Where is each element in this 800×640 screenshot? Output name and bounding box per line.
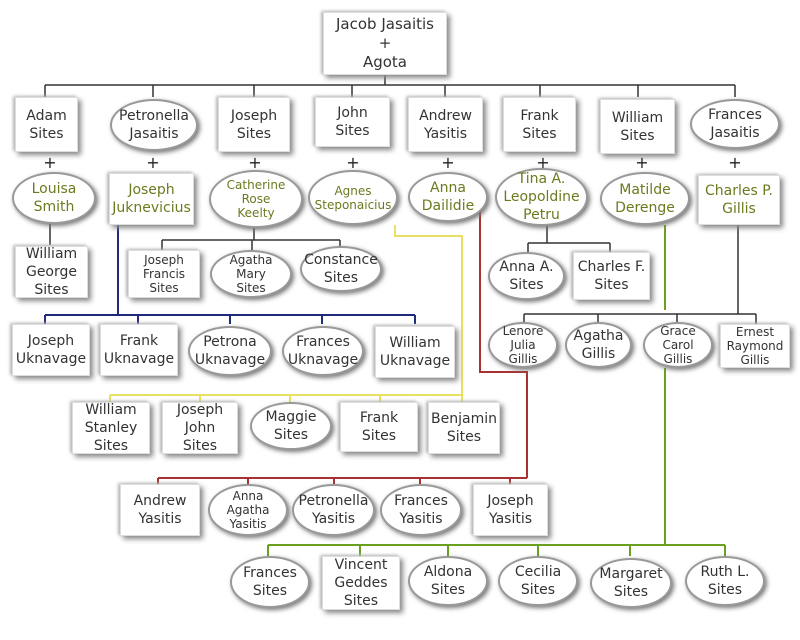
grandchild-frank-uknavage[interactable]: Frank Uknavage — [100, 324, 178, 376]
spouse-tina-leopoldine-petru[interactable]: Tina A. Leopoldine Petru — [495, 168, 588, 226]
child-frank-sites[interactable]: Frank Sites — [503, 97, 576, 152]
child-andrew-yasitis[interactable]: Andrew Yasitis — [408, 97, 483, 152]
root-plus: + — [378, 34, 392, 52]
plus-sign: + — [441, 153, 455, 172]
petronella-line — [44, 225, 416, 324]
john-line — [109, 225, 463, 402]
grandchild-agatha-mary-sites[interactable]: Agatha Mary Sites — [210, 250, 292, 298]
spouse-matilde-derenge[interactable]: Matilde Derenge — [600, 172, 690, 225]
william-line — [267, 225, 726, 556]
plus-sign: + — [536, 153, 550, 172]
joseph-line — [161, 228, 341, 250]
grandchild-lenore-julia-gillis[interactable]: Lenore Julia Gillis — [488, 322, 558, 368]
frank-line — [527, 225, 611, 252]
spouse-agnes-steponaicius[interactable]: Agnes Steponaicius — [308, 170, 398, 225]
child-petronella-jasaitis[interactable]: Petronella Jasaitis — [110, 99, 198, 151]
grandchild-ruth-l-sites[interactable]: Ruth L. Sites — [685, 556, 765, 606]
frances-line — [523, 225, 757, 324]
grandchild-joseph-john-sites[interactable]: Joseph John Sites — [162, 402, 238, 454]
grandchild-vincent-geddes-sites[interactable]: Vincent Geddes Sites — [322, 556, 400, 610]
grandchild-anna-agatha-yasitis[interactable]: Anna Agatha Yasitis — [208, 484, 288, 536]
spouse-joseph-juknevicius[interactable]: Joseph Juknevicius — [109, 173, 194, 225]
grandchild-andrew-yasitis[interactable]: Andrew Yasitis — [120, 484, 200, 536]
grandchild-joseph-yasitis[interactable]: Joseph Yasitis — [473, 484, 548, 536]
grandchild-william-uknavage[interactable]: William Uknavage — [375, 326, 455, 378]
plus-sign: + — [635, 153, 649, 172]
child-frances-jasaitis[interactable]: Frances Jasaitis — [690, 99, 780, 149]
grandchild-cecilia-sites[interactable]: Cecilia Sites — [498, 556, 578, 606]
grandchild-petronella-yasitis[interactable]: Petronella Yasitis — [292, 484, 375, 536]
grandchild-margaret-sites[interactable]: Margaret Sites — [590, 558, 672, 608]
grandchild-joseph-francis-sites[interactable]: Joseph Francis Sites — [128, 250, 200, 298]
grandchild-grace-carol-gillis[interactable]: Grace Carol Gillis — [643, 322, 713, 368]
grandchild-joseph-uknavage[interactable]: Joseph Uknavage — [12, 324, 90, 376]
plus-sign: + — [248, 153, 262, 172]
grandchild-maggie-sites[interactable]: Maggie Sites — [250, 402, 332, 450]
grandchild-agatha-gillis[interactable]: Agatha Gillis — [565, 322, 632, 368]
child-william-sites[interactable]: William Sites — [600, 99, 675, 154]
child-john-sites[interactable]: John Sites — [315, 97, 390, 147]
grandchild-aldona-sites[interactable]: Aldona Sites — [408, 556, 488, 606]
spouse-catherine-rose-keelty[interactable]: Catherine Rose Keelty — [209, 170, 303, 228]
root-couple[interactable]: Jacob Jasaitis + Agota — [323, 12, 447, 75]
plus-sign: + — [43, 153, 57, 172]
root-spouse: Agota — [362, 53, 408, 71]
root-line — [44, 75, 736, 97]
grandchild-frances-uknavage[interactable]: Frances Uknavage — [282, 326, 364, 376]
grandchild-benjamin-sites[interactable]: Benjamin Sites — [428, 402, 500, 454]
grandchild-frances-sites[interactable]: Frances Sites — [230, 556, 310, 608]
grandchild-petrona-uknavage[interactable]: Petrona Uknavage — [188, 326, 272, 376]
grandchild-charles-f-sites[interactable]: Charles F. Sites — [573, 252, 650, 300]
grandchild-ernest-raymond-gillis[interactable]: Ernest Raymond Gillis — [720, 324, 790, 368]
grandchild-william-george-sites[interactable]: William George Sites — [15, 246, 88, 298]
child-adam-sites[interactable]: Adam Sites — [15, 97, 78, 152]
grandchild-constance-sites[interactable]: Constance Sites — [300, 246, 382, 292]
root-name: Jacob Jasaitis — [336, 15, 434, 33]
plus-sign: + — [146, 153, 160, 172]
plus-sign: + — [728, 153, 742, 172]
spouse-anna-dailidie[interactable]: Anna Dailidie — [408, 172, 488, 222]
grandchild-frank-sites-john[interactable]: Frank Sites — [340, 402, 418, 452]
andrew-line — [157, 205, 528, 484]
grandchild-anna-a-sites[interactable]: Anna A. Sites — [488, 252, 565, 300]
child-joseph-sites[interactable]: Joseph Sites — [218, 97, 290, 152]
spouse-louisa-smith[interactable]: Louisa Smith — [12, 172, 96, 224]
grandchild-william-stanley-sites[interactable]: William Stanley Sites — [72, 402, 150, 454]
spouse-charles-p-gillis[interactable]: Charles P. Gillis — [698, 175, 780, 225]
plus-sign: + — [346, 153, 360, 172]
grandchild-frances-yasitis[interactable]: Frances Yasitis — [380, 484, 462, 536]
